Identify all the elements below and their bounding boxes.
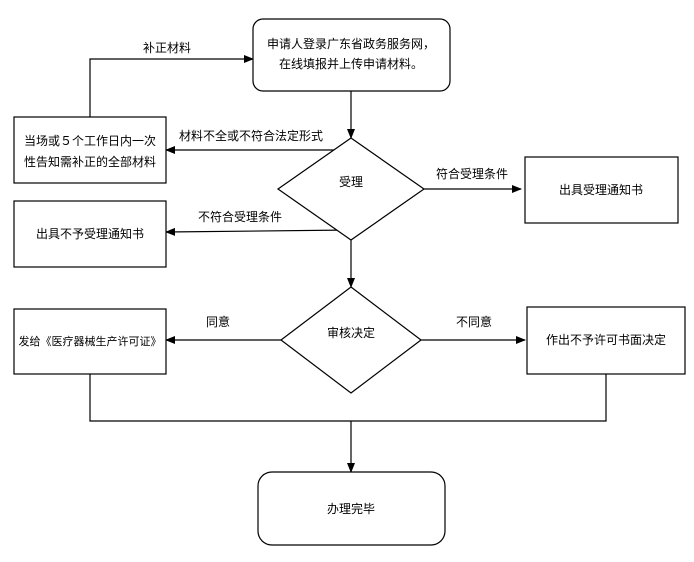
- node-review-label: 审核决定: [327, 325, 375, 340]
- edge-label-not-meet-conditions: 不符合受理条件: [198, 209, 282, 224]
- node-accept-notice: [524, 156, 679, 224]
- node-accept-notice-label: 出具受理通知书: [559, 183, 643, 197]
- node-accept-label: 受理: [339, 175, 363, 189]
- edge-label-meets-conditions: 符合受理条件: [436, 166, 508, 181]
- node-supplement-notice-line2: 性告知需补正的全部材料: [24, 154, 156, 169]
- node-accept: [276, 137, 426, 241]
- node-done-label: 办理完毕: [327, 501, 375, 516]
- node-supplement-notice: [13, 116, 167, 184]
- node-reject-notice-label: 出具不予受理通知书: [36, 227, 144, 241]
- node-apply-line1: 申请人登录广东省政务服务网，: [267, 36, 435, 51]
- node-done: [257, 471, 446, 546]
- node-review: [280, 286, 422, 394]
- node-supplement-notice-line1: 当场或５个工作日内一次: [24, 134, 156, 148]
- node-issue-license-label: 发给《医疗器械生产许可证》: [19, 334, 162, 348]
- node-apply-line2: 在线填报并上传申请材料。: [279, 56, 423, 71]
- edge-label-supplement: 补正材料: [143, 41, 191, 55]
- node-apply: [252, 18, 451, 92]
- edge-label-incomplete: 材料不全或不符合法定形式: [179, 128, 323, 143]
- edge-label-disagree: 不同意: [456, 314, 492, 329]
- edge-supplement: [89, 55, 254, 117]
- edge-not-meet-conditions: [165, 227, 352, 236]
- node-deny-decision-label: 作出不予许可书面决定: [546, 332, 666, 347]
- node-reject-notice: [13, 200, 167, 268]
- edge-merge-left: [89, 374, 607, 422]
- node-issue-license: [13, 308, 167, 375]
- edge-label-agree: 同意: [206, 314, 230, 329]
- node-deny-decision: [526, 306, 686, 375]
